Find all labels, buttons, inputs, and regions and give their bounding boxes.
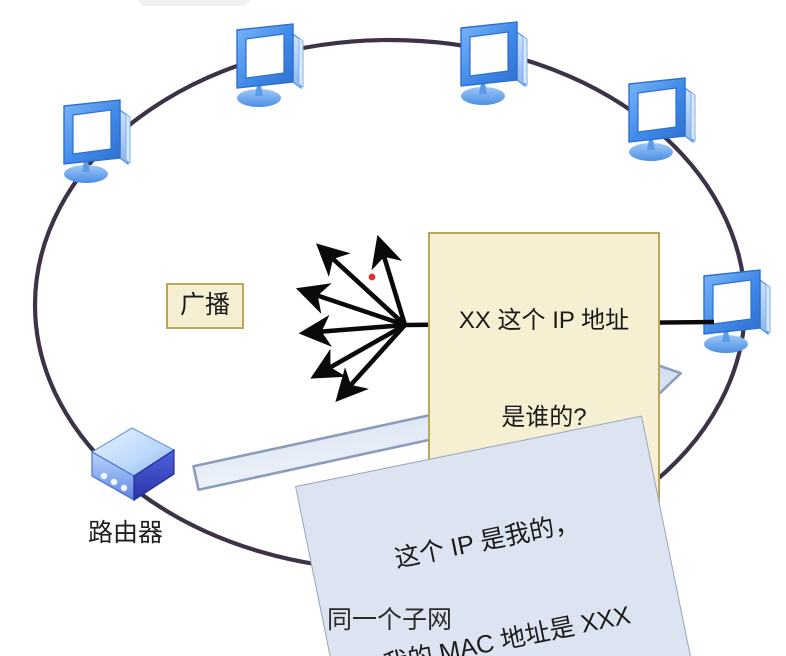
arp-question-line-1: XX 这个 IP 地址 [458, 306, 630, 334]
node-computer-top-right [460, 21, 528, 106]
bottom-caption: 同一个子网 [327, 606, 453, 634]
broadcast-tag: 广播 [166, 283, 245, 329]
node-computer-top-left [63, 99, 131, 184]
router-label: 路由器 [88, 519, 164, 547]
arp-question-line-2: 是谁的? [501, 403, 587, 431]
broadcast-ray-2 [316, 243, 407, 327]
broadcast-marker-dot [368, 273, 376, 281]
cropped-toolbar-remnant [138, 0, 250, 6]
broadcast-ray-3 [295, 283, 406, 328]
node-computer-right [703, 269, 771, 354]
node-router [91, 427, 175, 501]
broadcast-ray-6 [335, 323, 407, 402]
broadcast-ray-1 [371, 234, 408, 326]
node-computer-top-mid [236, 23, 304, 108]
broadcast-ray-4 [298, 314, 406, 347]
arp-reply-line-1: 这个 IP 是我的， [392, 508, 582, 573]
broadcast-rays [295, 234, 408, 402]
node-computer-upper-right [628, 77, 696, 162]
broadcast-ray-5 [310, 322, 407, 379]
